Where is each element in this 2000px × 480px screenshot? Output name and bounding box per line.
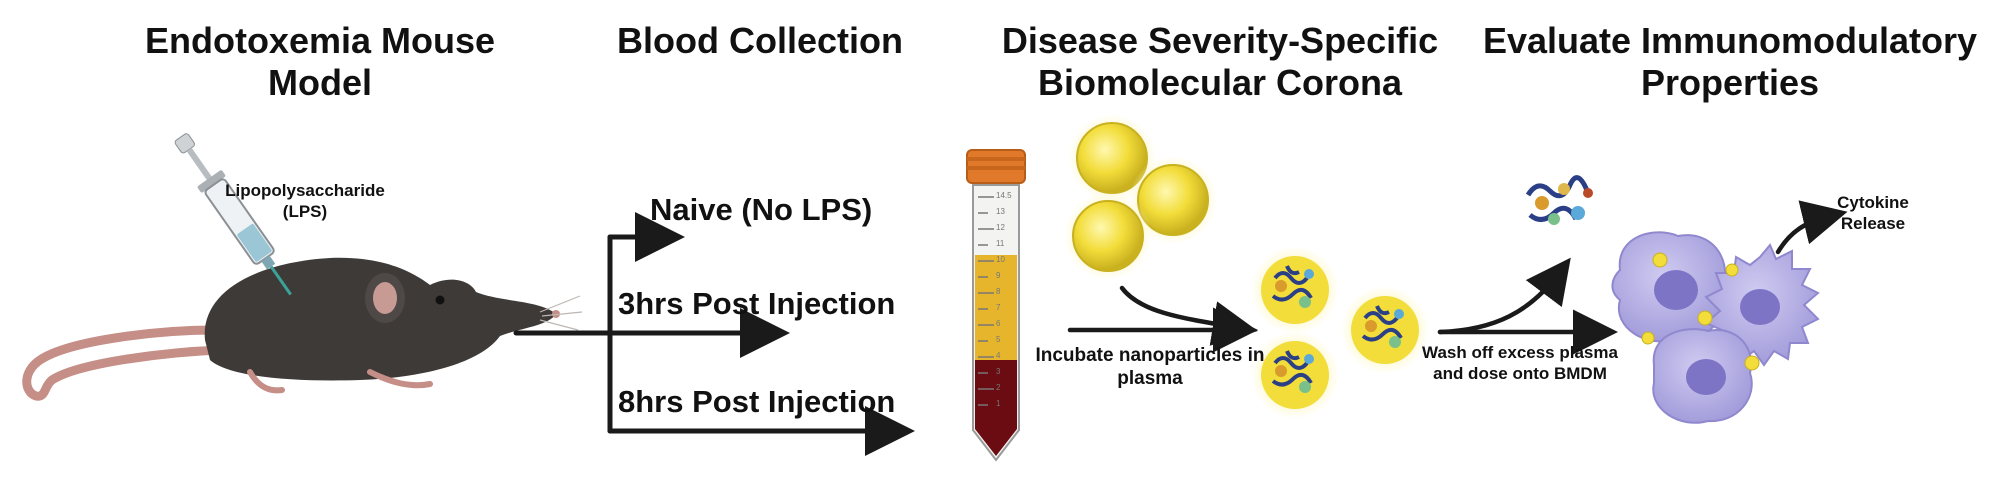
heading-biomolecular-corona: Disease Severity-Specific Biomolecular C… xyxy=(1001,20,1439,103)
tube-mark-label: 5 xyxy=(996,335,1001,344)
cytokine-arrow xyxy=(1775,200,1848,255)
tube-mark-label: 2 xyxy=(996,383,1001,392)
blood-tube-icon xyxy=(966,149,1026,462)
collection-arrows xyxy=(513,212,915,456)
incubate-arrow xyxy=(1067,285,1258,353)
tube-mark-label: 14.5 xyxy=(996,191,1012,200)
tube-mark-label: 4 xyxy=(996,351,1001,360)
wash-label: Wash off excess plasma and dose onto BMD… xyxy=(1422,343,1618,383)
protein-cluster-icon xyxy=(1525,175,1593,225)
tube-mark-label: 9 xyxy=(996,271,1001,280)
heading-blood-collection: Blood Collection xyxy=(617,20,903,61)
tube-mark-label: 11 xyxy=(996,239,1005,248)
tube-mark-label: 6 xyxy=(996,319,1001,328)
mouse-illustration xyxy=(22,257,583,401)
lps-label: Lipopolysaccharide (LPS) xyxy=(225,181,385,221)
tube-mark-label: 7 xyxy=(996,303,1001,312)
macrophage-cells xyxy=(1611,231,1820,424)
tube-mark-label: 3 xyxy=(996,367,1001,376)
post-3hr-label: 3hrs Post Injection xyxy=(618,286,896,321)
tube-mark-label: 1 xyxy=(996,399,1001,408)
tube-mark-label: 10 xyxy=(996,255,1005,264)
incubate-label: Incubate nanoparticles in plasma xyxy=(1035,345,1265,389)
post-8hr-label: 8hrs Post Injection xyxy=(618,384,896,419)
tube-mark-label: 12 xyxy=(996,223,1005,232)
heading-immunomodulatory: Evaluate Immunomodulatory Properties xyxy=(1482,20,1978,103)
syringe-icon xyxy=(174,133,292,296)
corona-nanoparticles xyxy=(1251,246,1429,419)
tube-graduations: 14.5 13 12 11 10 9 8 7 6 5 4 3 2 1 xyxy=(978,191,1018,422)
heading-mouse-model: Endotoxemia Mouse Model xyxy=(144,20,496,103)
cytokine-label: Cytokine Release xyxy=(1837,193,1909,233)
wash-arrows xyxy=(1437,257,1618,355)
tube-mark-label: 8 xyxy=(996,287,1001,296)
tube-mark-label: 13 xyxy=(996,207,1005,216)
naive-label: Naive (No LPS) xyxy=(650,192,873,227)
nanoparticles xyxy=(1064,114,1217,280)
